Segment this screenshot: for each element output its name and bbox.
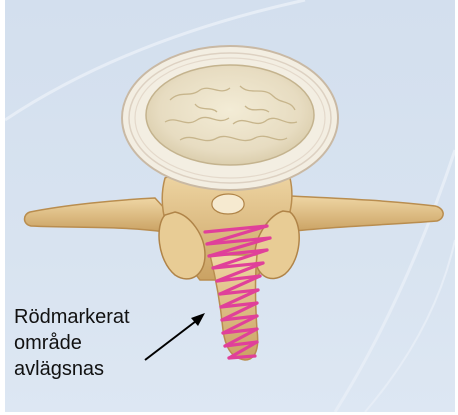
left-transverse-process [25,198,178,232]
spinal-canal [212,194,244,214]
caption-line: område [14,330,164,356]
marked-area-caption: Rödmarkerat område avlägsnas [14,304,164,382]
disc-nucleus [146,65,314,165]
caption-line: avlägsnas [14,356,164,382]
caption-line: Rödmarkerat [14,304,164,330]
